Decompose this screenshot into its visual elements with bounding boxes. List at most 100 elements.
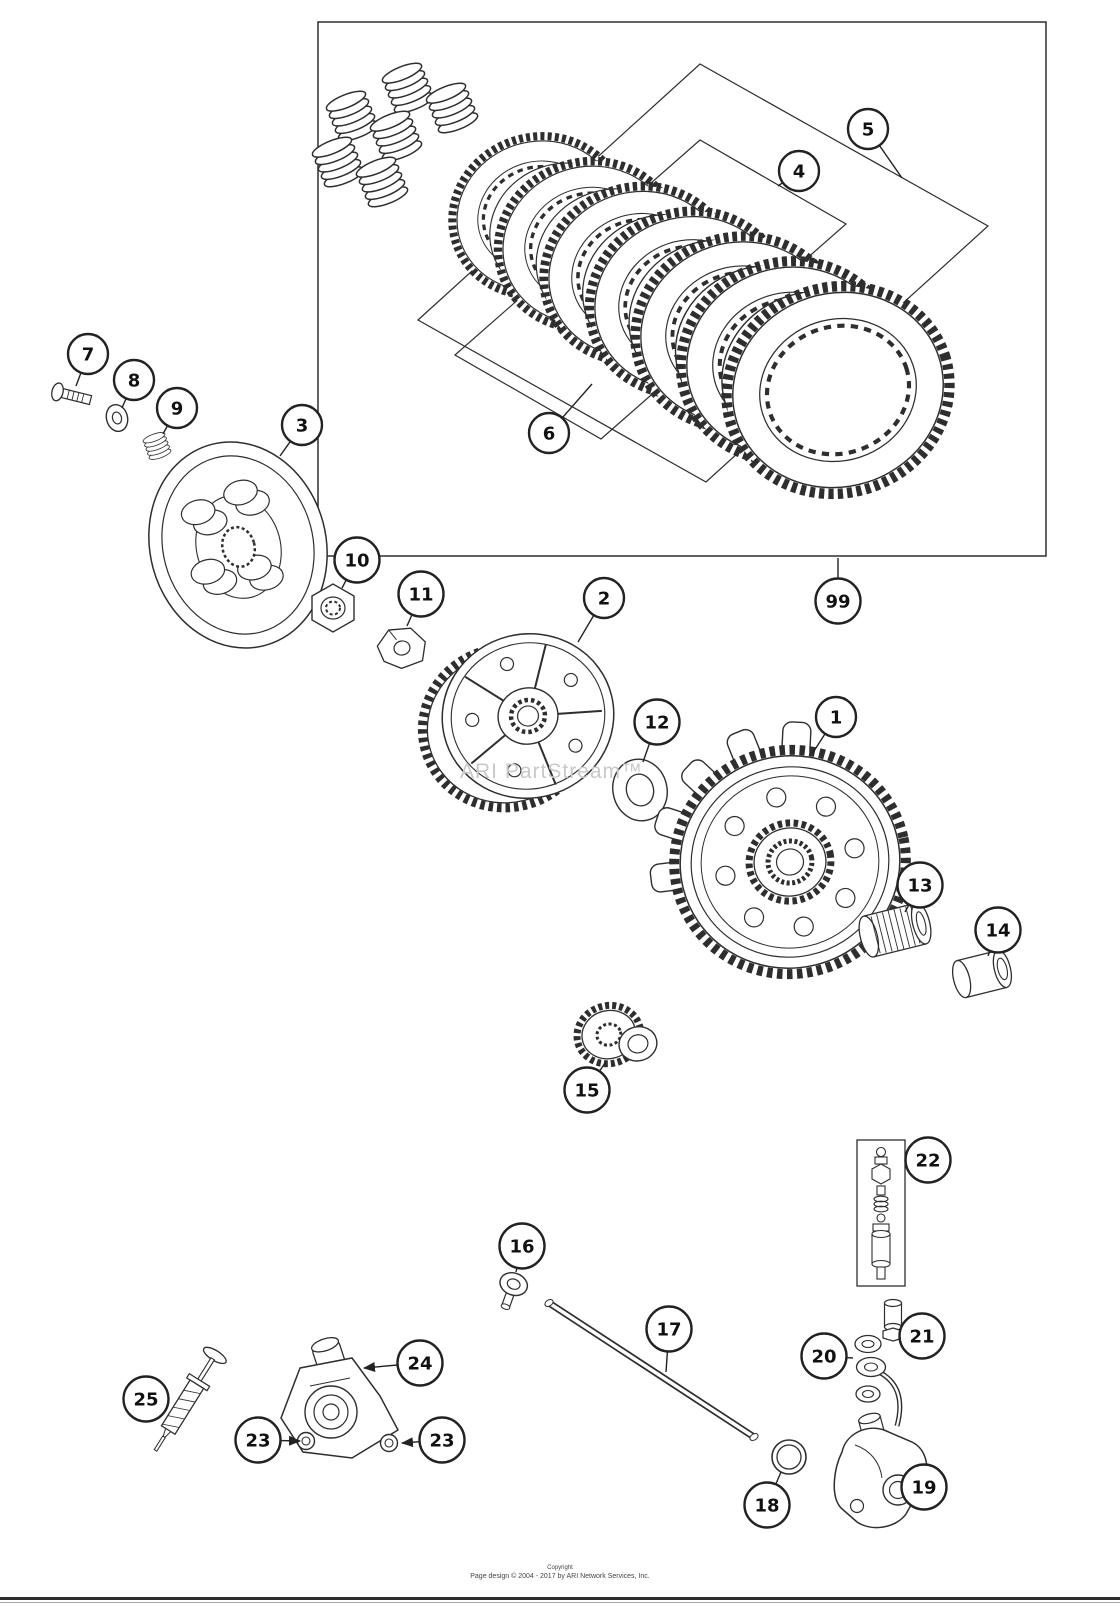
callout-10[interactable]: 10 xyxy=(333,536,381,589)
callout-bubble xyxy=(743,1481,791,1529)
callout-leader-line xyxy=(162,425,169,435)
callout-6[interactable]: 6 xyxy=(527,383,593,455)
callout-3[interactable]: 3 xyxy=(279,403,324,457)
callout-leader-line xyxy=(363,1362,398,1373)
callout-bubble xyxy=(800,1332,848,1380)
clutch-hub-drawing xyxy=(417,633,615,813)
callout-5[interactable]: 5 xyxy=(846,107,903,179)
hex-nut-drawing xyxy=(311,583,355,633)
syringe-drawing xyxy=(153,1346,227,1452)
callout-22[interactable]: 22 xyxy=(904,1136,952,1184)
cylinder-housing-drawing xyxy=(833,1412,928,1529)
callout-4[interactable]: 4 xyxy=(777,149,821,193)
callout-1[interactable]: 1 xyxy=(811,695,858,755)
callout-label: 6 xyxy=(543,424,556,445)
callout-99[interactable]: 99 xyxy=(814,558,862,625)
callout-14[interactable]: 14 xyxy=(974,906,1022,957)
callout-label: 9 xyxy=(171,399,184,420)
callout-2[interactable]: 2 xyxy=(577,576,626,643)
callout-bubble xyxy=(122,1375,170,1423)
callout-bubble xyxy=(904,1136,952,1184)
callout-bubble xyxy=(777,149,821,193)
pinion-collar-drawing xyxy=(573,1001,658,1068)
callout-label: 4 xyxy=(793,162,806,183)
callout-label: 5 xyxy=(862,120,875,141)
callout-bubble xyxy=(898,1312,946,1360)
callout-19[interactable]: 19 xyxy=(899,1463,948,1511)
clutch-basket-drawing xyxy=(649,721,911,980)
callout-label: 8 xyxy=(128,371,141,392)
callout-label: 13 xyxy=(907,876,932,897)
callout-leader-line xyxy=(406,614,413,627)
callout-7[interactable]: 7 xyxy=(66,332,110,387)
needle-bearing-drawing xyxy=(858,902,932,958)
callout-leader-line xyxy=(775,1471,782,1485)
callout-leader-line xyxy=(598,1062,606,1072)
callout-leader-line xyxy=(642,743,651,763)
callout-label: 22 xyxy=(915,1151,940,1172)
callout-bubble xyxy=(234,1416,282,1464)
tab-washer-drawing xyxy=(376,627,426,670)
callout-24[interactable]: 24 xyxy=(363,1339,444,1387)
callout-label: 7 xyxy=(82,345,95,366)
callout-bubble xyxy=(633,698,681,746)
callout-label: 18 xyxy=(754,1496,779,1517)
callout-20[interactable]: 20 xyxy=(800,1332,854,1380)
callout-13[interactable]: 13 xyxy=(896,861,944,913)
callout-leader-line xyxy=(279,440,291,457)
callout-leader-line xyxy=(904,904,910,913)
callout-25[interactable]: 25 xyxy=(122,1375,170,1423)
callout-label: 23 xyxy=(429,1431,454,1452)
page-bottom-rule xyxy=(0,1597,1120,1600)
callout-label: 3 xyxy=(296,416,309,437)
footer-design-credit-line: Page design © 2004 - 2017 by ARI Network… xyxy=(470,1573,650,1581)
clutch-plate-stack-drawing xyxy=(431,114,976,523)
callout-18[interactable]: 18 xyxy=(743,1471,791,1529)
callout-bubble xyxy=(112,358,156,402)
callout-21[interactable]: 21 xyxy=(898,1312,946,1360)
callout-15[interactable]: 15 xyxy=(563,1062,611,1114)
callout-16[interactable]: 16 xyxy=(498,1222,546,1273)
callout-label: 11 xyxy=(408,585,433,606)
callout-bubble xyxy=(280,403,324,447)
callout-label: 17 xyxy=(656,1320,681,1341)
bolt-drawing xyxy=(51,382,93,406)
valve-kit-box-drawing xyxy=(856,1139,906,1287)
spring-small-drawing xyxy=(141,430,173,462)
callout-bubble xyxy=(563,1066,611,1114)
callout-9[interactable]: 9 xyxy=(155,386,199,435)
callout-11[interactable]: 11 xyxy=(397,570,445,627)
callout-label: 16 xyxy=(509,1237,534,1258)
o-ring-drawing xyxy=(771,1439,807,1475)
callout-label: 15 xyxy=(574,1081,599,1102)
callout-23[interactable]: 23 xyxy=(234,1416,301,1464)
callout-8[interactable]: 8 xyxy=(112,358,156,409)
page-bottom-rule-secondary xyxy=(0,1602,1120,1603)
callout-17[interactable]: 17 xyxy=(645,1305,693,1373)
callout-23[interactable]: 23 xyxy=(401,1416,466,1464)
callout-label: 20 xyxy=(811,1347,836,1368)
callout-label: 1 xyxy=(830,708,843,729)
callout-bubble xyxy=(498,1222,546,1270)
plate-group-5-outline xyxy=(416,63,990,483)
callout-bubble xyxy=(582,576,626,620)
callout-bubble xyxy=(397,570,445,618)
callout-label: 12 xyxy=(644,713,669,734)
callout-bubble xyxy=(846,107,890,151)
callout-leader-line xyxy=(341,579,347,589)
callout-leader-line xyxy=(401,1437,420,1448)
callout-layer: 5 4 6 99 7 8 9 3 10 11 2 12 1 13 14 15 22 16 17 21 20 25 24 23 2… xyxy=(66,107,1022,1529)
callout-bubble xyxy=(333,536,381,584)
callout-label: 23 xyxy=(245,1431,270,1452)
callout-12[interactable]: 12 xyxy=(633,698,681,763)
spacer-bushing-drawing xyxy=(951,949,1013,999)
fitting-drawing xyxy=(882,1298,904,1342)
push-rod-drawing xyxy=(544,1298,759,1442)
banjo-washers-drawing xyxy=(854,1334,903,1427)
callout-label: 24 xyxy=(407,1354,432,1375)
callout-bubble xyxy=(645,1305,693,1353)
callout-bubble xyxy=(896,861,944,909)
washer-small-drawing xyxy=(105,403,129,433)
clutch-springs-drawing xyxy=(309,58,481,212)
